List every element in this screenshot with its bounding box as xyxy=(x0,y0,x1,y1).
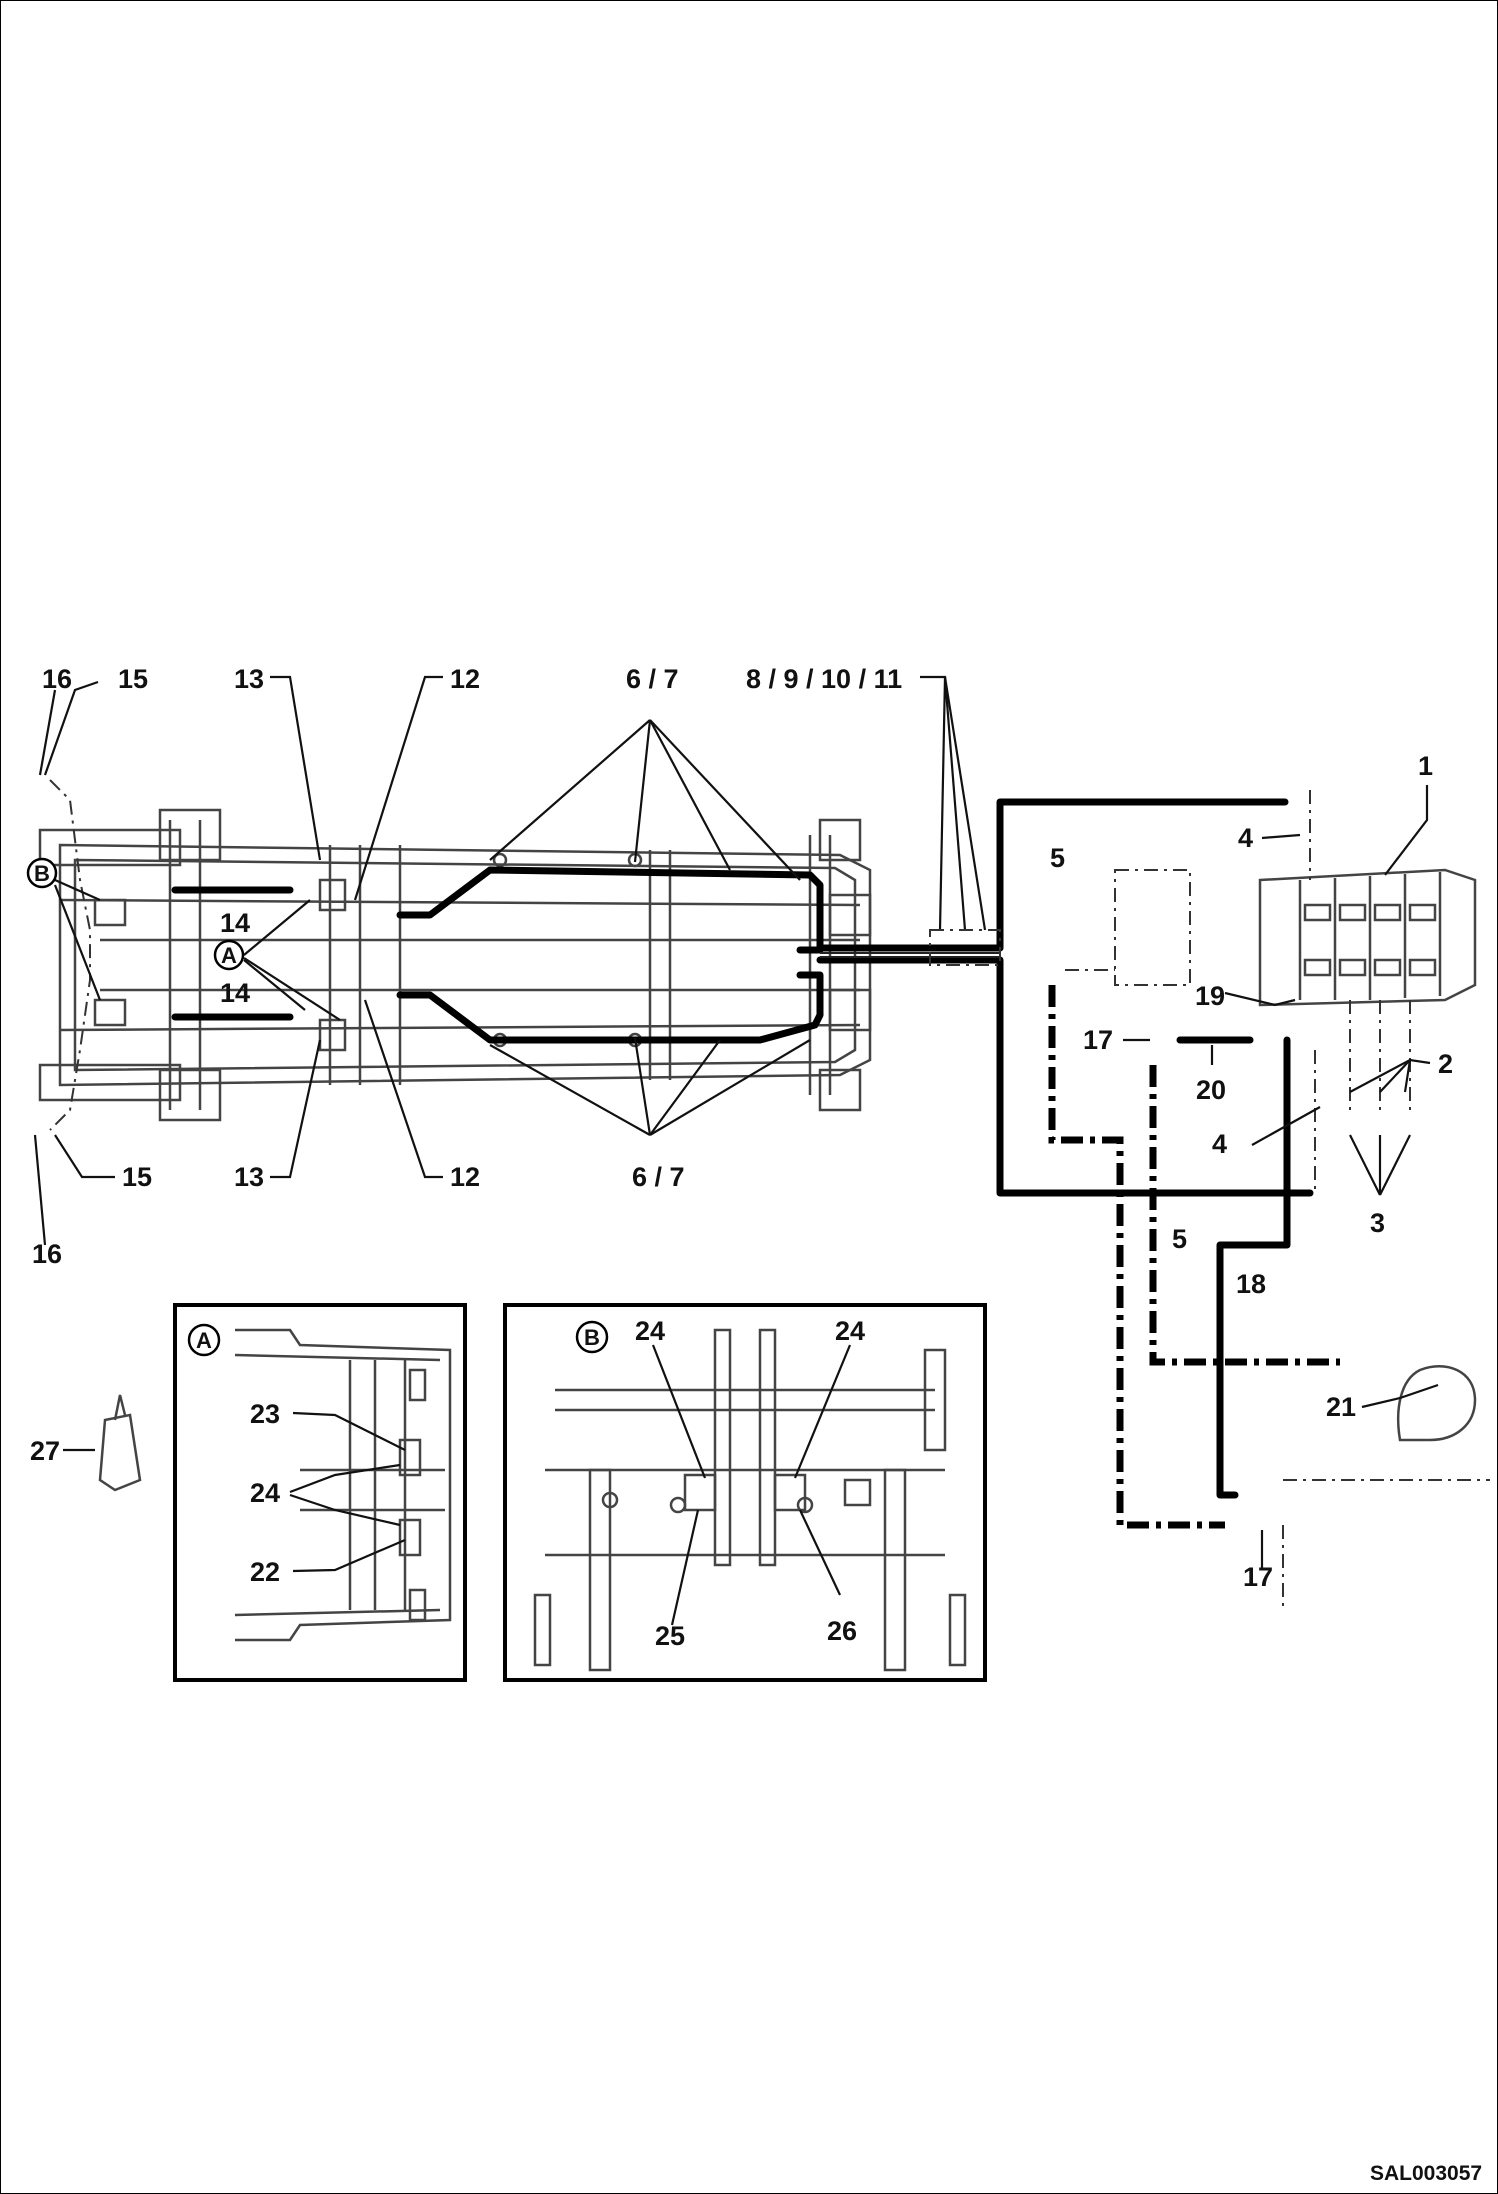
callout-4-lower: 4 xyxy=(1212,1129,1227,1159)
callout-22: 22 xyxy=(250,1557,280,1587)
detail-marker-a: A xyxy=(221,943,237,968)
inset-b-marker: B xyxy=(584,1325,600,1350)
callout-14-upper: 14 xyxy=(220,908,250,938)
inset-a-marker: A xyxy=(196,1328,212,1353)
callout-24-inset-b-left: 24 xyxy=(635,1316,665,1346)
callout-3: 3 xyxy=(1370,1208,1385,1238)
callout-23: 23 xyxy=(250,1399,280,1429)
callout-16-bottom: 16 xyxy=(32,1239,62,1269)
detail-a-inset xyxy=(173,1303,467,1682)
callout-17-upper: 17 xyxy=(1083,1025,1113,1055)
hose-18 xyxy=(1216,1036,1291,1499)
callout-5-upper: 5 xyxy=(1050,843,1065,873)
callout-21: 21 xyxy=(1326,1392,1356,1422)
callout-2: 2 xyxy=(1438,1049,1453,1079)
callout-24-inset-a: 24 xyxy=(250,1478,280,1508)
hose-6-7-lower xyxy=(396,971,824,1044)
callout-15-bottom: 15 xyxy=(122,1162,152,1192)
callout-6-7-top: 6 / 7 xyxy=(626,664,679,694)
callout-12-bottom: 12 xyxy=(450,1162,480,1192)
callout-20: 20 xyxy=(1196,1075,1226,1105)
callout-19: 19 xyxy=(1195,981,1225,1011)
drawing-code: SAL003057 xyxy=(1370,2162,1482,2185)
callout-26: 26 xyxy=(827,1616,857,1646)
brake-valve xyxy=(1396,1365,1477,1442)
callout-24-inset-b-right: 24 xyxy=(835,1316,865,1346)
hose-5-upper xyxy=(816,798,1289,952)
detail-b-inset xyxy=(503,1303,987,1682)
callout-4-upper: 4 xyxy=(1238,823,1253,853)
detail-marker-b: B xyxy=(34,861,50,886)
callout-8-11: 8 / 9 / 10 / 11 xyxy=(746,664,902,694)
callout-25: 25 xyxy=(655,1621,685,1651)
callout-labels: 16 15 13 12 6 / 7 8 / 9 / 10 / 11 1 4 5 … xyxy=(30,664,1453,1651)
callout-13-bottom: 13 xyxy=(234,1162,264,1192)
grease-tube xyxy=(98,1394,142,1492)
callout-16-top: 16 xyxy=(42,664,72,694)
callout-13-top: 13 xyxy=(234,664,264,694)
callout-17-lower: 17 xyxy=(1243,1562,1273,1592)
callout-6-7-bottom: 6 / 7 xyxy=(632,1162,685,1192)
hose-6-7-upper xyxy=(396,866,824,954)
leader-lines xyxy=(33,675,1439,1570)
hose-dashed-return xyxy=(1048,985,1225,1529)
callout-18: 18 xyxy=(1236,1269,1266,1299)
callout-27: 27 xyxy=(30,1436,60,1466)
callout-5-lower: 5 xyxy=(1172,1224,1187,1254)
detail-markers: B A A B xyxy=(26,857,609,1357)
hose-dashed-21 xyxy=(1149,1065,1340,1366)
callout-14-lower: 14 xyxy=(220,978,250,1008)
callout-1: 1 xyxy=(1418,751,1433,781)
callout-15-top: 15 xyxy=(118,664,148,694)
hose-lines xyxy=(171,798,1340,1529)
reservoir-outline xyxy=(1114,869,1191,986)
callout-12-top: 12 xyxy=(450,664,480,694)
control-valve-block xyxy=(1258,868,1477,1110)
